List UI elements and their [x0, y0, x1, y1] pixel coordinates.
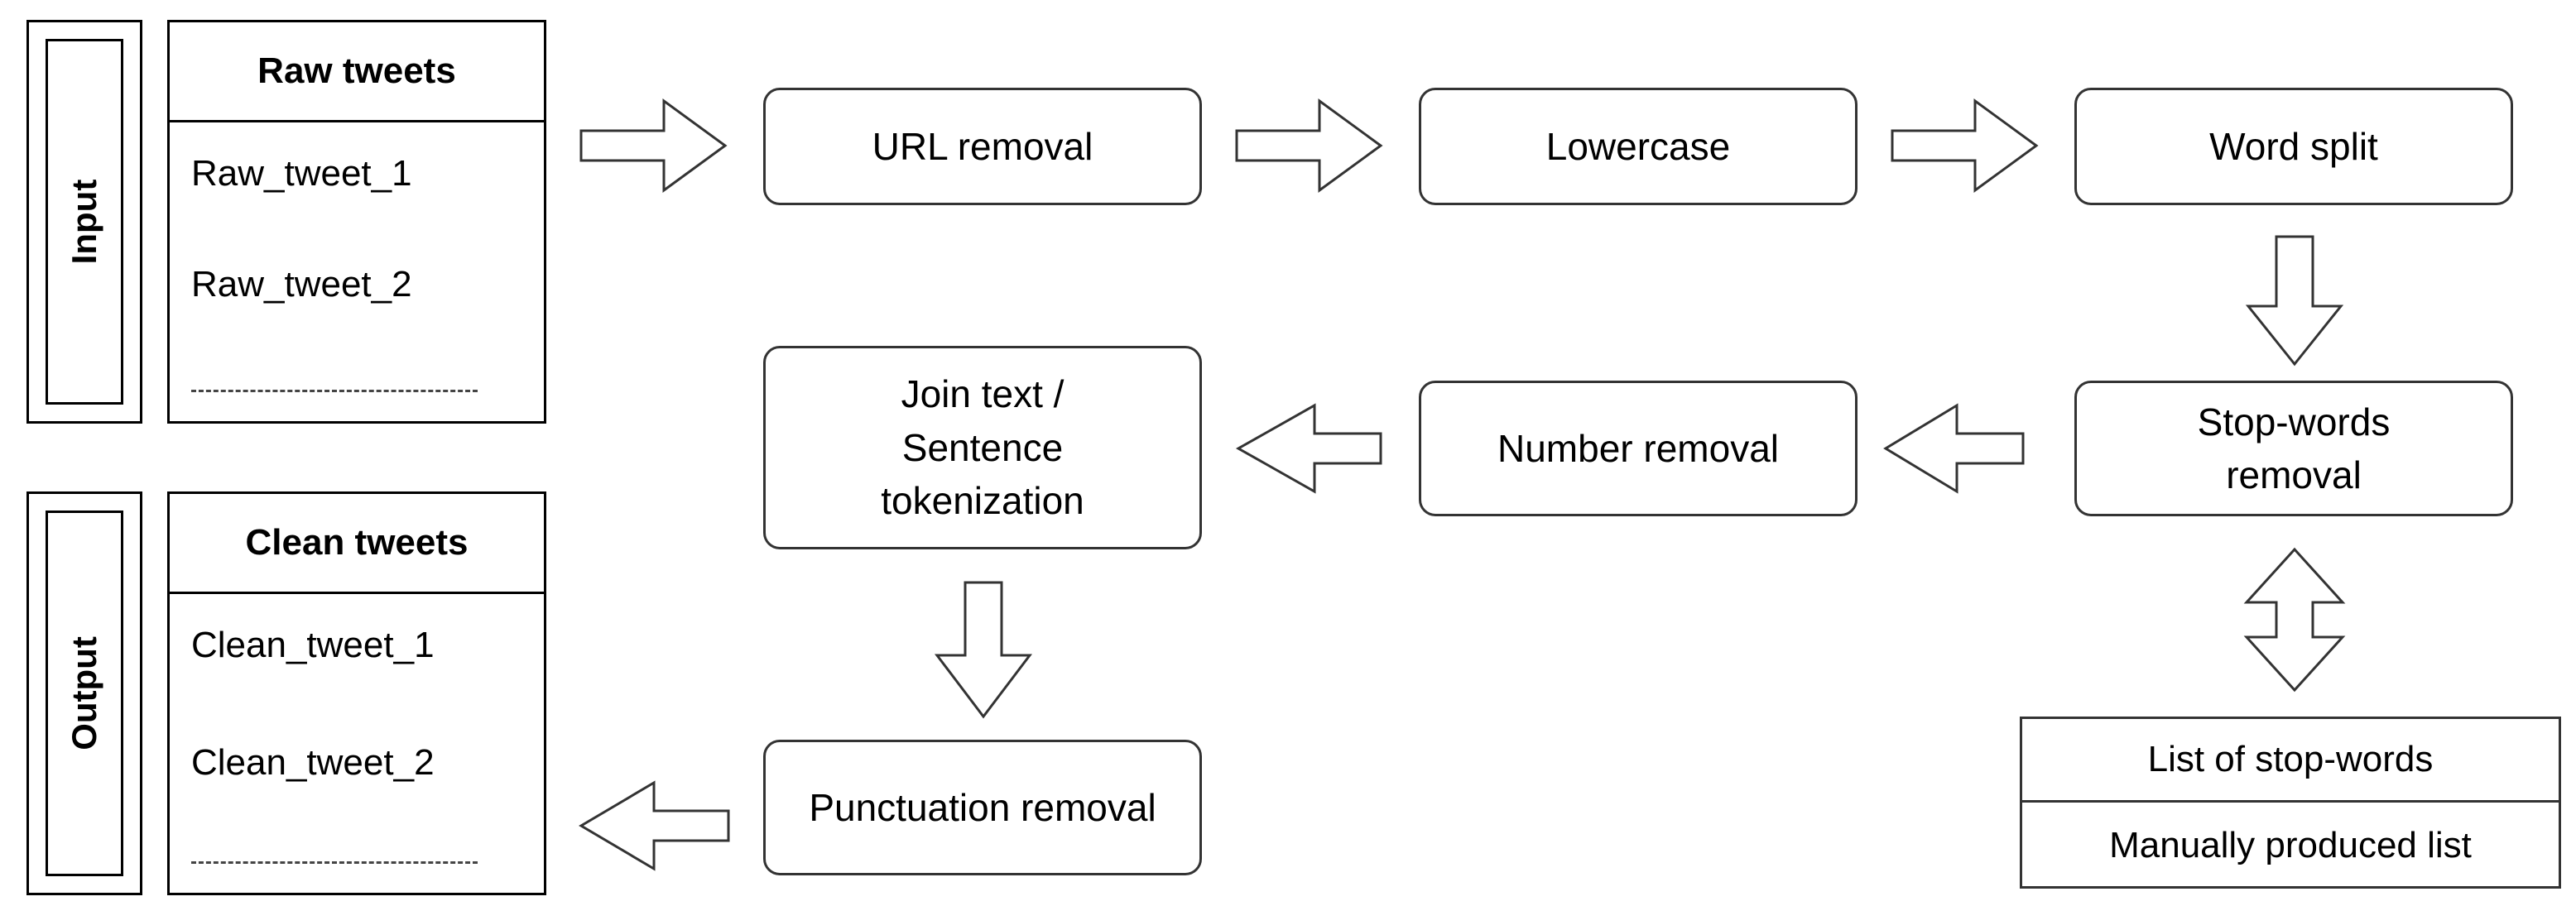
lowercase-label: Lowercase [1545, 124, 1731, 168]
right-arrow-icon [1235, 98, 1383, 193]
number-removal-label: Number removal [1497, 426, 1779, 470]
right-arrow-icon [579, 98, 728, 193]
stopwords-list-table: List of stop-words Manually produced lis… [2020, 717, 2561, 889]
left-arrow-icon [1235, 403, 1382, 494]
join-text-label-line: tokenization [881, 479, 1084, 523]
clean-tweets-title: Clean tweets [170, 494, 544, 594]
output-side-inner-frame: Output [46, 511, 123, 876]
right-arrow-icon [1891, 98, 2039, 193]
raw-tweets-ellipsis-line [191, 390, 478, 392]
stopwords-removal-step: Stop-words removal [2074, 381, 2513, 516]
stopwords-list-source: Manually produced list [2109, 825, 2472, 865]
join-text-label-line: Sentence [901, 425, 1064, 469]
down-arrow-icon [934, 581, 1033, 719]
punctuation-removal-step: Punctuation removal [763, 740, 1202, 875]
raw-tweet-row: Raw_tweet_2 [191, 264, 412, 304]
stopwords-list-title: List of stop-words [2022, 719, 2559, 803]
input-side-frame: Input [26, 20, 142, 424]
join-text-label-line: Join text / [901, 372, 1065, 416]
clean-tweets-ellipsis-line [191, 861, 478, 864]
left-arrow-icon [579, 780, 730, 871]
lowercase-step: Lowercase [1419, 88, 1858, 205]
clean-tweets-table: Clean tweets Clean_tweet_1 Clean_tweet_2 [167, 491, 546, 895]
punctuation-removal-label: Punctuation removal [809, 785, 1156, 829]
clean-tweet-row: Clean_tweet_2 [191, 742, 435, 783]
stopwords-removal-label-line: Stop-words [2197, 400, 2391, 443]
word-split-label: Word split [2209, 124, 2378, 168]
output-side-frame: Output [26, 491, 142, 895]
stopwords-removal-label-line: removal [2226, 453, 2362, 496]
number-removal-step: Number removal [1419, 381, 1858, 516]
url-removal-step: URL removal [763, 88, 1202, 205]
raw-tweets-table: Raw tweets Raw_tweet_1 Raw_tweet_2 [167, 20, 546, 424]
input-side-inner-frame: Input [46, 39, 123, 405]
url-removal-label: URL removal [872, 124, 1093, 168]
word-split-step: Word split [2074, 88, 2513, 205]
raw-tweets-title: Raw tweets [170, 22, 544, 122]
bidirectional-arrow-icon [2243, 547, 2346, 693]
raw-tweet-row: Raw_tweet_1 [191, 153, 412, 194]
down-arrow-icon [2245, 235, 2344, 367]
left-arrow-icon [1883, 403, 2025, 494]
join-text-step: Join text / Sentence tokenization [763, 346, 1202, 549]
clean-tweet-row: Clean_tweet_1 [191, 625, 435, 665]
